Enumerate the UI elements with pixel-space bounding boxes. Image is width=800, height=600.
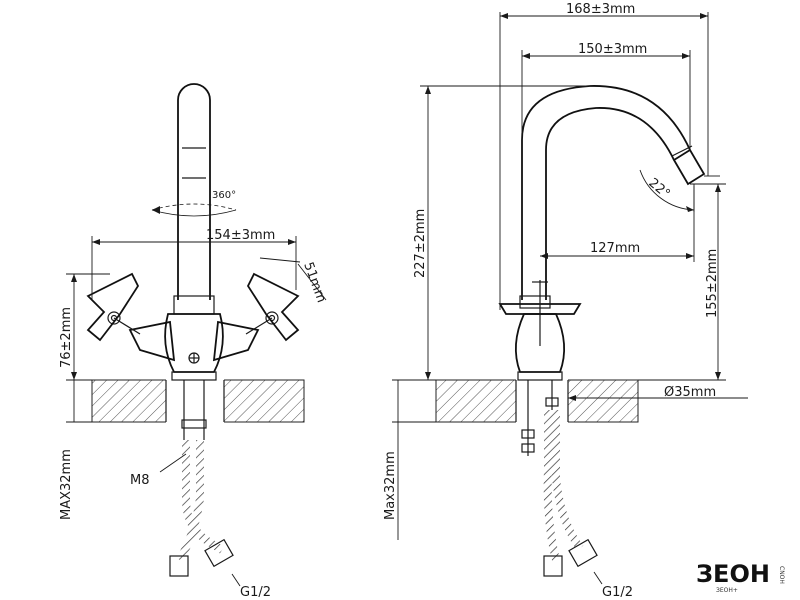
reach-base-dimension: [540, 184, 695, 262]
handle-dimension: [259, 257, 327, 301]
front-height-dimension: [66, 273, 110, 381]
front-view: 360°: [59, 83, 329, 600]
side-hoses: [543, 410, 598, 577]
diameter-dimension: [568, 395, 748, 401]
spout-height-label: 155±2mm: [705, 249, 720, 318]
front-depth-label: MAX32mm: [59, 449, 74, 520]
reach-total-dimension: [499, 12, 709, 310]
front-rod-thread-label: M8: [130, 473, 150, 488]
front-width-dimension: [91, 236, 297, 300]
logo-side-text: CNOH: [778, 566, 785, 584]
front-body: [164, 313, 224, 373]
side-hose-thread-label: G1/2: [602, 585, 633, 600]
reach-total-label: 168±3mm: [566, 2, 635, 17]
front-left-valve: [86, 272, 176, 362]
spout-height-dimension: [638, 183, 726, 381]
front-hoses: [169, 440, 234, 577]
front-height-label: 76±2mm: [59, 307, 74, 368]
logo-text: ЗЕОН: [696, 560, 770, 588]
side-depth-dimension: [392, 379, 436, 540]
front-right-valve: [212, 272, 300, 362]
front-base: [171, 371, 217, 381]
front-spout: [173, 83, 215, 315]
rotation-indicator: [151, 203, 237, 217]
side-spout: [521, 85, 706, 300]
reach-spout-label: 150±3mm: [578, 42, 647, 57]
total-height-label: 227±2mm: [413, 209, 428, 278]
front-width-label: 154±3mm: [206, 228, 275, 243]
rotation-label: 360°: [212, 190, 236, 201]
logo-subtext: ЗЕОН+: [716, 587, 738, 594]
total-height-dimension: [420, 85, 590, 381]
reach-spout-dimension: [521, 50, 691, 150]
front-depth-dimension: [66, 380, 92, 423]
angle-label: 22°: [645, 176, 672, 202]
reach-base-label: 127mm: [590, 241, 640, 256]
diameter-label: Ø35mm: [664, 385, 716, 400]
handle-label: 51mm: [300, 260, 328, 304]
brand-logo: ЗЕОН ЗЕОН+ CNOH: [696, 560, 785, 594]
side-depth-label: Max32mm: [383, 451, 398, 520]
side-body: [498, 280, 582, 381]
side-view: 22° 168±3mm: [383, 2, 748, 600]
front-hose-thread-label: G1/2: [240, 585, 271, 600]
